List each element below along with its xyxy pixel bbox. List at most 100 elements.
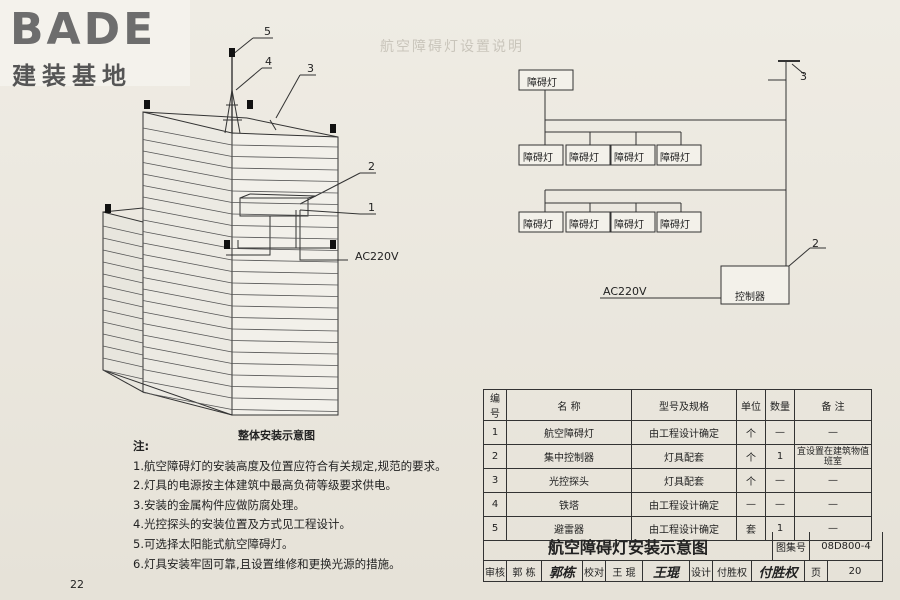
cell: 个 xyxy=(736,468,766,493)
table-header-row: 编号 名 称 型号及规格 单位 数量 备 注 xyxy=(483,389,872,421)
note-item: 2.灯具的电源按主体建筑中最高负荷等级要求供电。 xyxy=(133,478,397,493)
obstruction-lamp-icon xyxy=(144,100,150,109)
page-number: 20 xyxy=(848,565,862,577)
schematic-lamp-r2-2: 障碍灯 xyxy=(569,220,599,231)
cell: — xyxy=(794,516,872,541)
col-header: 型号及规格 xyxy=(631,389,737,421)
cell: 灯具配套 xyxy=(631,468,737,493)
cell: — xyxy=(794,492,872,517)
cell: 2 xyxy=(483,444,507,469)
table-row: 3 光控探头 灯具配套 个 — — xyxy=(483,468,872,493)
cell: 由工程设计确定 xyxy=(631,420,737,445)
schematic-controller: 控制器 xyxy=(735,292,765,303)
designer-name: 付胜权 xyxy=(713,561,752,581)
cell: 光控探头 xyxy=(506,468,632,493)
cell: — xyxy=(765,420,795,445)
checker-signature: 王琨 xyxy=(643,561,690,581)
col-header: 单位 xyxy=(736,389,766,421)
callout-1: 1 xyxy=(368,201,375,214)
schematic-ac-label: AC220V xyxy=(603,285,647,298)
obstruction-lamp-icon xyxy=(330,124,336,133)
schematic-lamp-r2-4: 障碍灯 xyxy=(660,220,690,231)
schematic-lamp-r2-3: 障碍灯 xyxy=(614,220,644,231)
cell: 集中控制器 xyxy=(506,444,632,469)
col-header: 编号 xyxy=(483,389,507,421)
cell: — xyxy=(765,492,795,517)
title-block: 航空障碍灯安装示意图 图集号 08D800-4 审核 郭 栋 郭栋 校对 王 琨… xyxy=(483,532,883,582)
callout-2: 2 xyxy=(368,160,375,173)
cell: — xyxy=(794,468,872,493)
checker-name: 王 琨 xyxy=(606,561,643,581)
cell: 4 xyxy=(483,492,507,517)
cell: 由工程设计确定 xyxy=(631,516,737,541)
cell: 宜设置在建筑物值班室 xyxy=(794,444,872,469)
note-item: 6.灯具安装牢固可靠,且设置维修和更换光源的措施。 xyxy=(133,556,401,571)
brand-watermark: BADE 建装基地 xyxy=(0,0,190,90)
design-label: 设计 xyxy=(690,561,713,581)
table-row: 2 集中控制器 灯具配套 个 1 宜设置在建筑物值班室 xyxy=(483,444,872,469)
faded-heading: 航空障碍灯设置说明 xyxy=(380,39,524,55)
notes-heading: 注: xyxy=(133,439,150,453)
cell: — xyxy=(794,420,872,445)
page-label: 页 xyxy=(805,561,828,581)
obstruction-lamp-icon xyxy=(224,240,230,249)
col-header: 名 称 xyxy=(506,389,632,421)
cell: 套 xyxy=(736,516,766,541)
note-item: 1.航空障碍灯的安装高度及位置应符合有关规定,规范的要求。 xyxy=(133,458,447,473)
page-number-left: 22 xyxy=(70,578,84,591)
designer-signature: 付胜权 xyxy=(752,561,805,581)
cell: 铁塔 xyxy=(506,492,632,517)
schematic-callout-3: 3 xyxy=(800,70,807,83)
col-header: 备 注 xyxy=(794,389,872,421)
obstruction-lamp-icon xyxy=(105,204,111,213)
table-row: 1 航空障碍灯 由工程设计确定 个 — — xyxy=(483,420,872,445)
schematic-lamp-r2-1: 障碍灯 xyxy=(523,220,553,231)
atlas-number: 08D800-4 xyxy=(821,540,871,552)
cell: — xyxy=(765,468,795,493)
schematic-lamp-r1-1: 障碍灯 xyxy=(523,153,553,164)
notes-block: 注: 1.航空障碍灯的安装高度及位置应符合有关规定,规范的要求。 2.灯具的电源… xyxy=(133,437,447,574)
cell: — xyxy=(736,492,766,517)
schematic-lamp-r1-4: 障碍灯 xyxy=(660,153,690,164)
cell: 由工程设计确定 xyxy=(631,492,737,517)
cell: 3 xyxy=(483,468,507,493)
cell: 个 xyxy=(736,444,766,469)
reviewer-name: 郭 栋 xyxy=(507,561,542,581)
cell: 1 xyxy=(765,444,795,469)
cell: 避雷器 xyxy=(506,516,632,541)
brand-subtitle: 建装基地 xyxy=(12,62,132,90)
callout-5: 5 xyxy=(264,25,271,38)
note-item: 4.光控探头的安装位置及方式见工程设计。 xyxy=(133,517,351,532)
review-label: 审核 xyxy=(484,561,507,581)
reviewer-signature: 郭栋 xyxy=(542,561,583,581)
callout-3: 3 xyxy=(307,62,314,75)
callout-4: 4 xyxy=(265,55,272,68)
obstruction-lamp-icon xyxy=(330,240,336,249)
table-row: 5 避雷器 由工程设计确定 套 1 — xyxy=(483,516,872,541)
ac-label-left: AC220V xyxy=(355,250,399,263)
note-item: 3.安装的金属构件应做防腐处理。 xyxy=(133,497,305,512)
obstruction-lamp-icon xyxy=(229,48,235,57)
obstruction-lamp-icon xyxy=(247,100,253,109)
col-header: 数量 xyxy=(765,389,795,421)
drawing-title: 航空障碍灯安装示意图 xyxy=(484,532,773,560)
schematic-lamp-r1-3: 障碍灯 xyxy=(614,153,644,164)
cell: 灯具配套 xyxy=(631,444,737,469)
note-item: 5.可选择太阳能式航空障碍灯。 xyxy=(133,536,294,551)
cell: 个 xyxy=(736,420,766,445)
cell: 航空障碍灯 xyxy=(506,420,632,445)
schematic-callout-2: 2 xyxy=(812,237,819,250)
check-label: 校对 xyxy=(583,561,606,581)
cell: 1 xyxy=(483,420,507,445)
schematic-lamp-r1-2: 障碍灯 xyxy=(569,153,599,164)
atlas-label: 图集号 xyxy=(773,532,810,560)
overall-diagram-title: 整体安装示意图 xyxy=(238,429,315,442)
schematic-top-lamp: 障碍灯 xyxy=(527,78,557,89)
materials-table: 编号 名 称 型号及规格 单位 数量 备 注 1 航空障碍灯 由工程设计确定 个… xyxy=(483,389,872,541)
brand-logo: BADE xyxy=(10,4,157,55)
cell: 1 xyxy=(765,516,795,541)
table-row: 4 铁塔 由工程设计确定 — — — xyxy=(483,492,872,517)
